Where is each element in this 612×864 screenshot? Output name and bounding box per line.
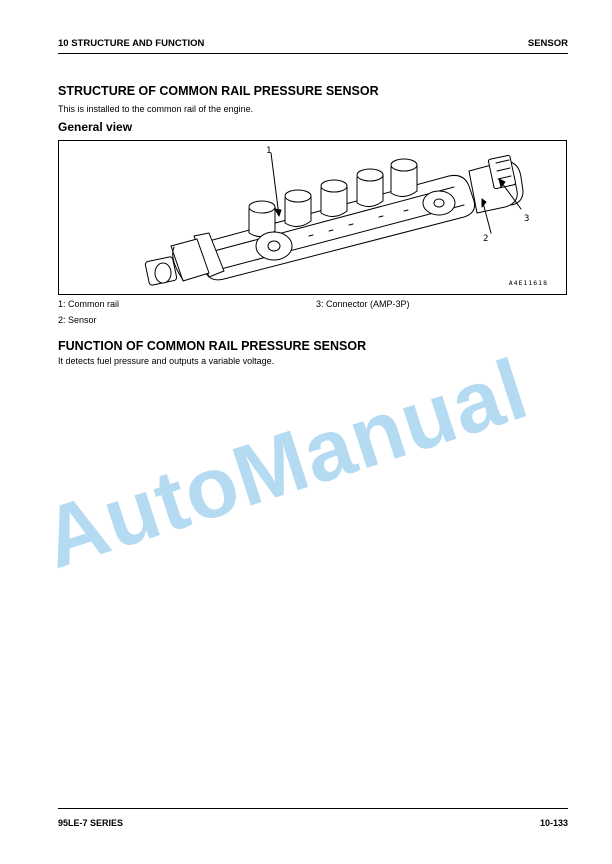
figure-code: A4E11618 bbox=[508, 279, 548, 287]
function-text: It detects fuel pressure and outputs a v… bbox=[58, 356, 275, 366]
legend-item-common-rail: 1: Common rail bbox=[58, 299, 120, 309]
header-topic: SENSOR bbox=[527, 38, 568, 49]
callout-1: 1 bbox=[266, 146, 271, 156]
general-view-figure: 1 2 3 A4E11618 bbox=[58, 140, 567, 295]
page-number: 10-133 bbox=[539, 818, 568, 828]
header-section-title: 10 STRUCTURE AND FUNCTION bbox=[58, 38, 205, 49]
structure-text: This is installed to the common rail of … bbox=[58, 104, 254, 114]
function-heading: FUNCTION OF COMMON RAIL PRESSURE SENSOR bbox=[58, 339, 367, 353]
general-view-heading: General view bbox=[58, 120, 133, 134]
structure-heading: STRUCTURE OF COMMON RAIL PRESSURE SENSOR bbox=[58, 84, 379, 98]
watermark: AutoManual bbox=[31, 340, 539, 588]
common-rail-drawing: 1 2 3 bbox=[144, 146, 529, 286]
callout-2: 2 bbox=[483, 234, 488, 244]
legend-item-sensor: 2: Sensor bbox=[58, 315, 97, 325]
footer-series: 95LE-7 SERIES bbox=[58, 818, 124, 828]
header-rule bbox=[58, 53, 568, 54]
legend-item-connector: 3: Connector (AMP-3P) bbox=[316, 299, 410, 309]
footer-rule bbox=[58, 808, 568, 809]
callout-3: 3 bbox=[524, 214, 529, 224]
page-header: 10 STRUCTURE AND FUNCTION SENSOR bbox=[58, 38, 568, 52]
